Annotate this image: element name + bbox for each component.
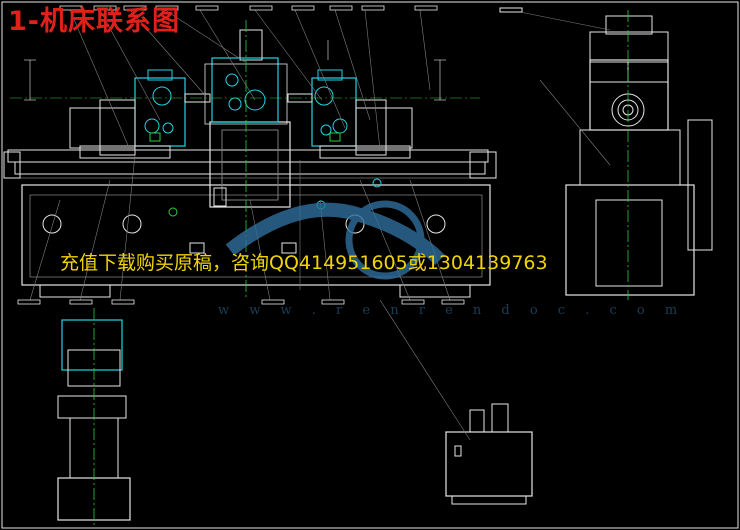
right-gear-1 xyxy=(314,86,334,106)
side-leader-2 xyxy=(539,79,611,166)
left-motor xyxy=(69,107,136,149)
hydraulic-unit xyxy=(379,299,533,505)
side-leader-1 xyxy=(519,11,611,31)
side-balloon xyxy=(499,7,523,13)
right-motor xyxy=(355,107,413,149)
side-column-top xyxy=(589,31,669,63)
detail-bracket xyxy=(57,395,127,419)
hydraulic-tank xyxy=(445,431,533,497)
bed-inner xyxy=(29,194,483,278)
slide-rail-mid xyxy=(14,161,486,175)
detail-head xyxy=(61,319,123,371)
left-detail-view xyxy=(57,308,131,525)
green-fitting-1 xyxy=(149,132,161,142)
logo-ring xyxy=(345,200,425,280)
right-gear-2 xyxy=(332,118,348,134)
left-slide-end xyxy=(3,151,21,179)
leader-balloons xyxy=(17,5,465,305)
watermark-logo xyxy=(225,200,445,280)
hydraulic-pump xyxy=(469,409,485,433)
small-box-2 xyxy=(281,242,297,254)
bed-hole-4 xyxy=(426,214,446,234)
right-slide-end xyxy=(469,151,497,179)
left-power-head-top xyxy=(147,69,173,81)
machine-bed xyxy=(21,184,491,286)
drawing-title: 1-机床联系图 xyxy=(8,6,180,37)
leader-lines xyxy=(29,9,451,301)
logo-swoosh xyxy=(225,202,445,266)
green-fitting-5 xyxy=(372,178,382,188)
left-motor-plate xyxy=(99,99,136,156)
center-column-foot xyxy=(213,187,227,207)
front-view xyxy=(3,5,497,305)
hydraulic-motor xyxy=(491,403,509,433)
center-head-motor xyxy=(239,29,263,61)
hydraulic-gauge xyxy=(454,445,462,457)
center-gear-2 xyxy=(244,89,266,111)
small-box-1 xyxy=(189,242,205,254)
side-body xyxy=(579,129,681,186)
center-column-inner xyxy=(221,129,279,201)
side-base-inner xyxy=(595,199,663,287)
left-gear-1 xyxy=(152,86,172,106)
center-head xyxy=(211,57,279,123)
dimension-lines xyxy=(24,40,446,101)
center-gear-1 xyxy=(225,73,239,87)
green-fitting-2 xyxy=(329,132,341,142)
watermark-contact-text: 充值下载购买原稿，咨询QQ414951605或1304139763 xyxy=(60,252,548,274)
side-column-cap xyxy=(605,15,653,35)
right-gear-3 xyxy=(320,124,332,136)
side-bracket xyxy=(687,119,713,251)
right-slide-block xyxy=(319,145,411,159)
right-power-head-top xyxy=(317,69,343,81)
hydraulic-foot xyxy=(451,495,527,505)
bed-foot-right xyxy=(399,284,471,298)
left-slide-block xyxy=(79,145,171,159)
center-gear-3 xyxy=(228,97,242,111)
bed-hole-1 xyxy=(42,214,62,234)
hydraulic-leader xyxy=(379,299,471,441)
bed-foot-left xyxy=(39,284,111,298)
left-gear-3 xyxy=(162,122,174,134)
watermark-site-text: w w w . r e n r e n d o c . c o m xyxy=(218,303,686,318)
side-view xyxy=(499,7,713,300)
right-motor-plate xyxy=(355,99,387,156)
side-base xyxy=(565,184,695,296)
green-fitting-3 xyxy=(168,207,178,217)
bed-hole-2 xyxy=(122,214,142,234)
left-gear-2 xyxy=(144,118,160,134)
